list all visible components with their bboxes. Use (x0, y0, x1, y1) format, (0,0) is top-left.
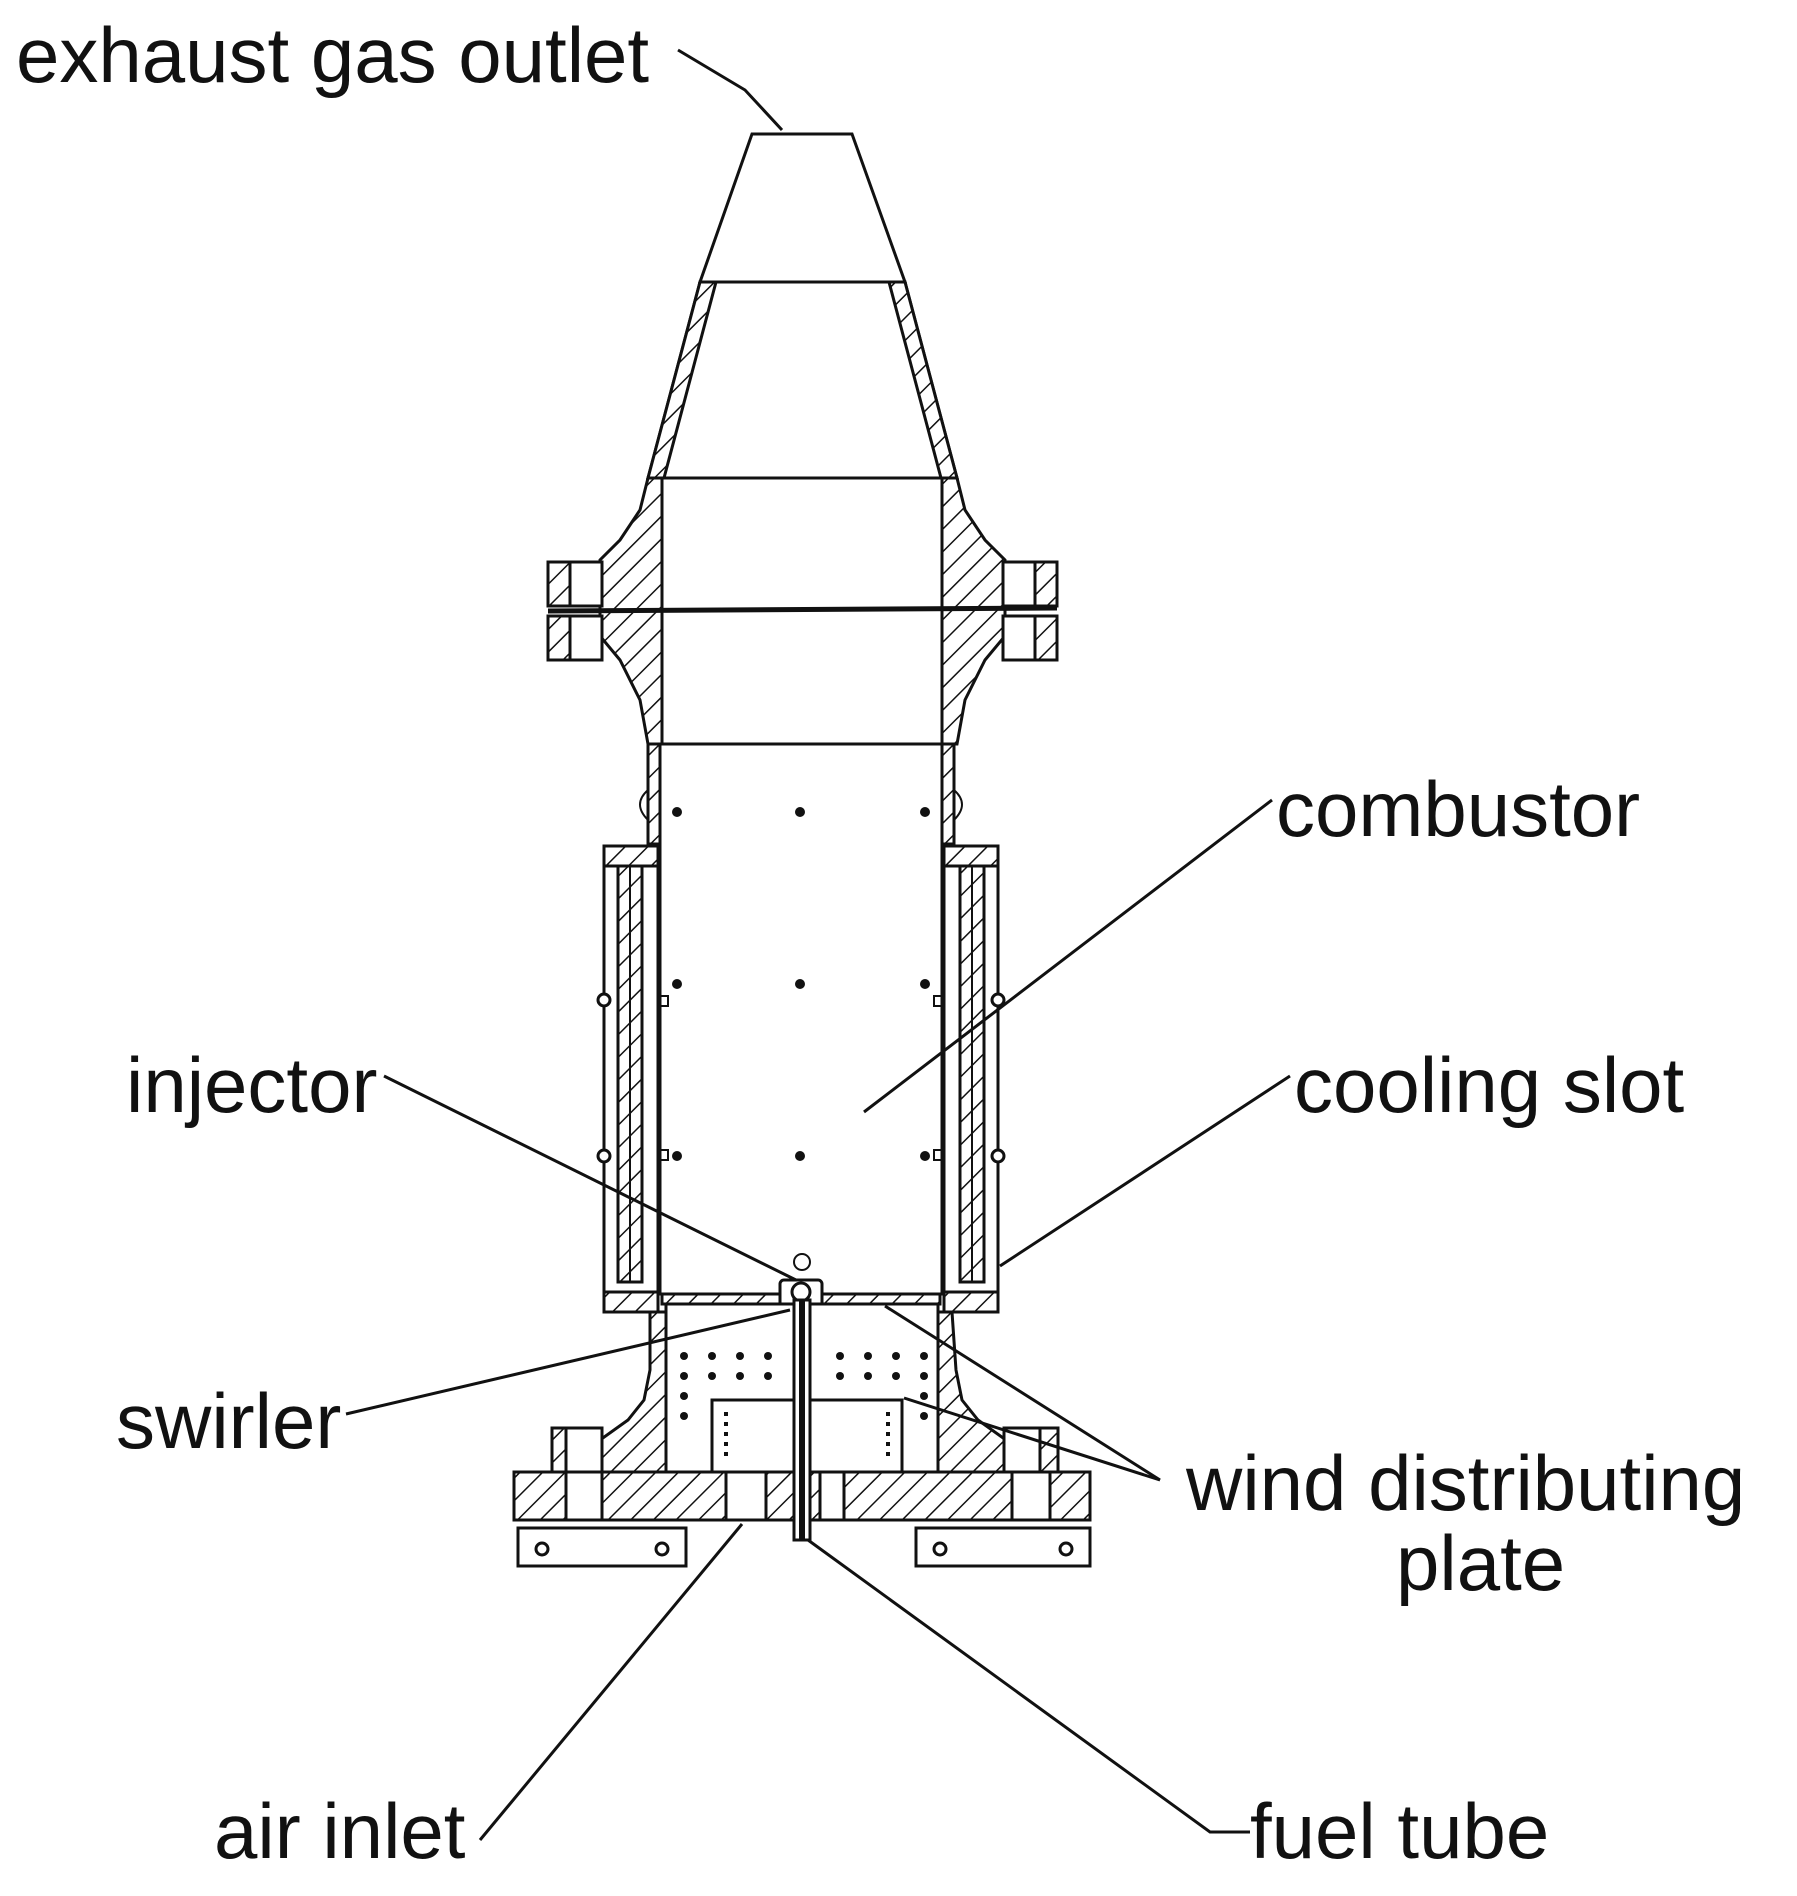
exhaust-nozzle (646, 132, 959, 480)
label-air-inlet: air inlet (214, 1787, 466, 1875)
label-swirler: swirler (116, 1377, 341, 1465)
fuel-tube (792, 1298, 812, 1542)
combustor-liner (639, 742, 963, 1296)
leader-lines (345, 48, 1291, 1841)
label-combustor: combustor (1276, 765, 1640, 853)
label-wind-distributing-plate-line2: plate (1396, 1519, 1565, 1607)
labels: exhaust gas outlet combustor injector co… (16, 11, 1745, 1875)
upper-flange-section (546, 476, 1059, 746)
label-fuel-tube: fuel tube (1250, 1787, 1549, 1875)
label-exhaust-gas-outlet: exhaust gas outlet (16, 11, 649, 99)
outer-casing (596, 844, 1006, 1314)
label-injector: injector (126, 1041, 377, 1129)
label-wind-distributing-plate-line1: wind distributing (1185, 1439, 1745, 1527)
label-cooling-slot: cooling slot (1294, 1041, 1685, 1129)
